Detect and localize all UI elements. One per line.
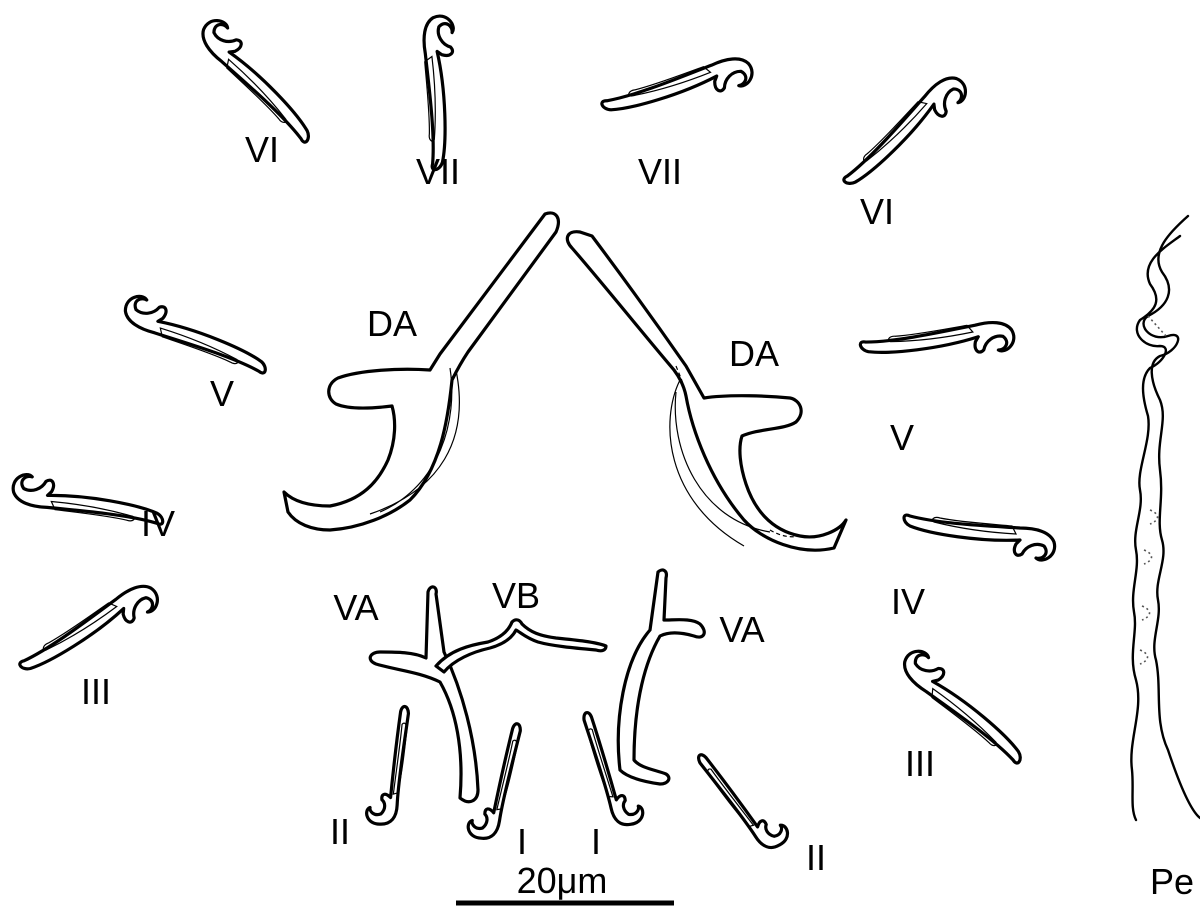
label-ii-left: II (329, 811, 351, 852)
hook-v-left (116, 291, 277, 376)
scale-bar-label: 20μm (516, 860, 608, 901)
label-va-right: VA (719, 609, 765, 650)
label-vb: VB (491, 575, 541, 616)
dorsal-anchor-left (282, 211, 560, 532)
label-v-right: V (889, 417, 915, 458)
label-iv-right: IV (890, 581, 926, 622)
hook-vii-right (599, 37, 759, 145)
label-i-right: I (590, 821, 602, 862)
label-iv-left: IV (140, 503, 176, 544)
label-da-right: DA (728, 333, 780, 374)
label-vi-right: VI (859, 191, 895, 232)
ventral-anchor-left (368, 585, 480, 804)
hook-vi-right (841, 59, 973, 210)
ventral-anchor-right (616, 568, 706, 786)
hook-ii-left (363, 701, 420, 829)
ventral-bar (434, 618, 608, 674)
label-iii-right: III (904, 743, 936, 784)
hook-vii-left (404, 12, 479, 172)
penis-structure (1130, 214, 1200, 822)
label-pe: Pe (1149, 861, 1195, 902)
hook-v-right (858, 302, 1019, 388)
label-i-left: I (516, 821, 528, 862)
hook-vi-left (184, 13, 335, 145)
label-v-left: V (209, 373, 235, 414)
label-ii-right: II (805, 837, 827, 878)
label-iii-left: III (80, 671, 112, 712)
label-vi-left: VI (244, 129, 280, 170)
label-va-left: VA (333, 587, 379, 628)
label-da-left: DA (366, 303, 418, 344)
label-vii-right: VII (637, 151, 683, 192)
hook-iv-right (902, 513, 1057, 562)
label-vii-left: VII (415, 151, 461, 192)
dorsal-anchor-right (565, 230, 848, 552)
hook-ii-right (688, 743, 794, 856)
